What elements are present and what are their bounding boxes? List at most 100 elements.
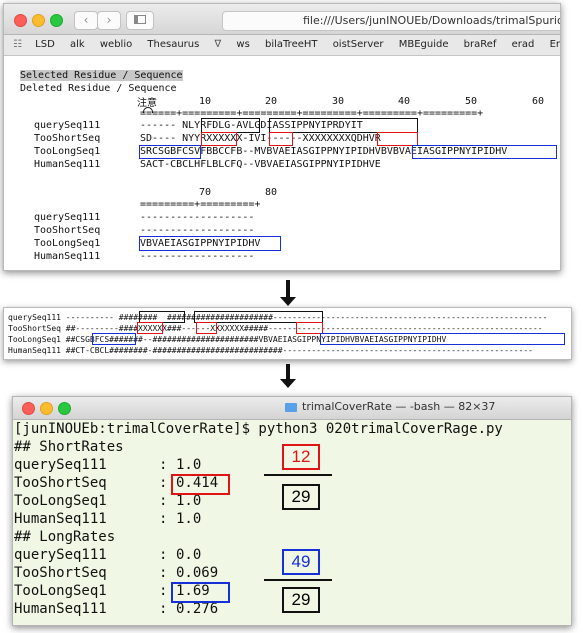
colon: :	[159, 565, 168, 581]
note-bracket	[143, 107, 153, 113]
seq-row: -------------------	[140, 251, 255, 262]
back-button[interactable]: ‹	[74, 11, 98, 30]
seq-row: SD---- NYYRXXXXXX-IVI------XXXXXXXXQDHVR	[140, 133, 381, 144]
short-region-box	[269, 132, 293, 146]
browser-window: ‹ › file:///Users/junINOUEb/Downloads/tr…	[3, 3, 561, 271]
seq-name: TooLongSeq1	[34, 146, 101, 157]
short-rate-highlight-box	[171, 474, 230, 495]
bookmark-item[interactable]: MBEguide	[398, 39, 449, 50]
selected-region-box	[201, 118, 260, 133]
sidebar-icon	[134, 15, 146, 24]
colon: :	[159, 457, 168, 473]
selected-region-box	[194, 311, 323, 323]
bookmark-item[interactable]: erad	[511, 39, 535, 50]
rate-name: querySeq111	[14, 457, 107, 473]
chevron-left-icon: ‹	[83, 13, 89, 27]
url-text: file:///Users/junINOUEb/Downloads/trimal…	[303, 14, 561, 27]
rate-name: TooLongSeq1	[14, 583, 107, 599]
legend-selected: Selected Residue / Sequence	[20, 70, 183, 81]
colon: :	[159, 475, 168, 491]
rate-value: 0.069	[176, 565, 219, 581]
bookmark-item[interactable]: Ens79	[549, 39, 561, 50]
short-numerator: 12	[282, 444, 320, 470]
strip-row: TooLongSeq1 ##CSGBFCS#######--##########…	[8, 335, 447, 344]
bookmark-item[interactable]: oistServer	[332, 39, 384, 50]
ruler-tick-label: 70	[199, 187, 212, 198]
rate-name: TooShortSeq	[14, 565, 107, 581]
rate-value: 1.69	[176, 583, 210, 599]
minimize-window-button[interactable]	[32, 14, 45, 27]
fraction-bar	[264, 474, 332, 476]
bookmarks-bar: ☷ LSD alk weblio Thesaurus ∇ ws bilaTree…	[4, 35, 560, 56]
close-window-button[interactable]	[14, 14, 27, 27]
seq-name: TooShortSeq	[34, 225, 101, 236]
seq-name: querySeq111	[34, 120, 101, 131]
bookmark-item[interactable]: weblio	[99, 39, 133, 50]
down-arrow-icon	[286, 280, 290, 298]
chevron-right-icon: ›	[106, 13, 112, 27]
short-denominator: 29	[282, 484, 320, 510]
long-region-box	[139, 236, 281, 251]
long-rate-highlight-box	[171, 582, 230, 603]
bookmark-item[interactable]: alk	[69, 39, 85, 50]
strip-row: TooShortSeq ##---------####XXXXXX###----…	[8, 324, 543, 333]
ruler-tick-label: 30	[332, 96, 345, 107]
ruler-tick-label: 60	[532, 96, 545, 107]
short-region-box	[196, 322, 217, 334]
short-region-box	[377, 132, 418, 146]
ruler-separator: ======+=========+=========+=========+===…	[140, 108, 484, 119]
long-rates-header: ## LongRates	[14, 529, 116, 545]
rate-value: 0.276	[176, 601, 219, 617]
short-region-box	[201, 132, 237, 146]
short-region-box	[137, 322, 163, 334]
address-bar[interactable]: file:///Users/junINOUEb/Downloads/trimal…	[222, 11, 561, 31]
short-rates-header: ## ShortRates	[14, 439, 124, 455]
legend-deleted: Deleted Residue / Sequence	[20, 83, 177, 94]
seq-name: querySeq111	[34, 212, 101, 223]
rate-value: 1.0	[176, 511, 202, 527]
zoom-window-button[interactable]	[58, 402, 71, 415]
trimmed-alignment-panel: querySeq111 ---------- ######## ########…	[3, 307, 572, 360]
rate-value: 0.0	[176, 547, 202, 563]
ruler-separator: =========+=========+	[140, 199, 261, 210]
apps-grid-icon[interactable]: ☷	[13, 39, 22, 50]
selected-region-box	[269, 118, 418, 133]
rate-value: 0.414	[176, 475, 219, 491]
forward-button[interactable]: ›	[97, 11, 121, 30]
colon: :	[159, 547, 168, 563]
dictionary-icon[interactable]: ∇	[214, 39, 222, 50]
bookmark-item[interactable]: ws	[236, 39, 250, 50]
colon: :	[159, 583, 168, 599]
browser-titlebar: ‹ › file:///Users/junINOUEb/Downloads/tr…	[4, 4, 560, 35]
strip-row: HumanSeq111 ##CT-CBCL########-##########…	[8, 346, 533, 355]
seq-row: ------ NLYRFDLG-AVLGDIASSIPPNYIPRDYIT	[140, 120, 363, 131]
rate-name: querySeq111	[14, 547, 107, 563]
seq-row: SACT-CBCLHFLBLCFQ--VBVAEIASGIPPNYIPIDHVE	[140, 159, 381, 170]
seq-row: -------------------	[140, 225, 255, 236]
sidebar-button[interactable]	[126, 11, 154, 30]
bookmark-item[interactable]: LSD	[35, 39, 55, 50]
long-region-box	[320, 333, 565, 345]
zoom-window-button[interactable]	[50, 14, 63, 27]
ruler-tick-label: 20	[265, 96, 278, 107]
close-window-button[interactable]	[22, 402, 35, 415]
ruler-tick-label: 80	[265, 187, 278, 198]
rate-name: HumanSeq111	[14, 511, 107, 527]
down-arrowhead-icon	[280, 297, 296, 306]
colon: :	[159, 601, 168, 617]
rate-name: TooLongSeq1	[14, 493, 107, 509]
bookmark-item[interactable]: bilaTreeHT	[265, 39, 318, 50]
seq-name: TooShortSeq	[34, 133, 101, 144]
bookmark-item[interactable]: braRef	[463, 39, 497, 50]
seq-name: TooLongSeq1	[34, 238, 101, 249]
bookmark-item[interactable]: Thesaurus	[147, 39, 200, 50]
long-region-box	[139, 145, 201, 159]
seq-name: HumanSeq111	[34, 251, 101, 262]
long-region-box	[412, 145, 557, 159]
long-denominator: 29	[282, 587, 320, 613]
down-arrowhead-icon	[280, 379, 296, 388]
minimize-window-button[interactable]	[40, 402, 53, 415]
ruler-tick-label: 50	[465, 96, 478, 107]
rate-value: 1.0	[176, 493, 202, 509]
long-numerator: 49	[282, 549, 320, 575]
